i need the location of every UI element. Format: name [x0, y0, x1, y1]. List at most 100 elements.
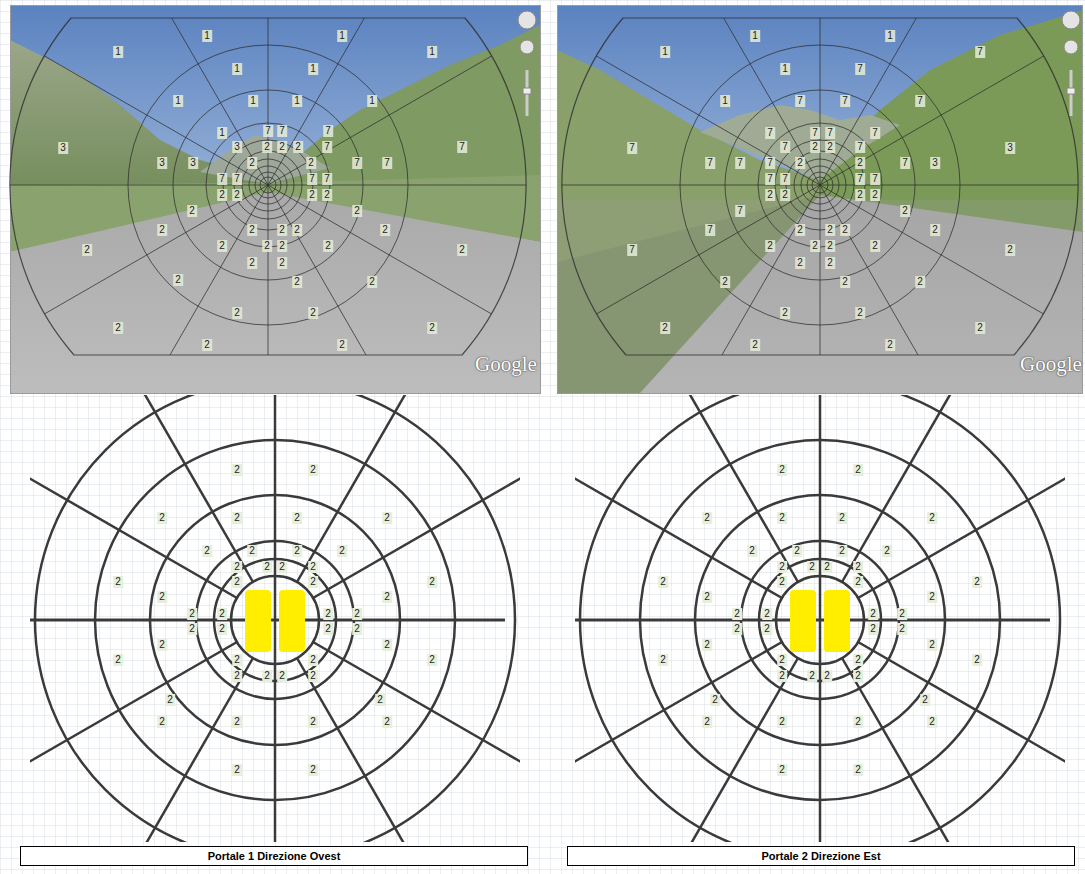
- callout-number: 2: [375, 694, 385, 706]
- callout-number: 2: [323, 623, 333, 635]
- callout-number: 3: [930, 157, 940, 169]
- callout-number: 2: [232, 576, 242, 588]
- callout-number: 2: [232, 464, 242, 476]
- callout-number: 2: [855, 157, 865, 169]
- callout-number: 2: [367, 276, 377, 288]
- callout-number: 7: [705, 157, 715, 169]
- callout-number: 2: [157, 512, 167, 524]
- callout-number: 2: [702, 512, 712, 524]
- callout-number: 2: [897, 608, 907, 620]
- callout-number: 2: [157, 591, 167, 603]
- callout-number: 7: [382, 157, 392, 169]
- callout-number: 2: [765, 240, 775, 252]
- callout-number: 2: [292, 512, 302, 524]
- callout-number: 2: [822, 670, 832, 682]
- callout-number: 7: [735, 205, 745, 217]
- callout-number: 2: [292, 545, 302, 557]
- callout-number: 2: [187, 608, 197, 620]
- callout-number: 2: [173, 274, 183, 286]
- callout-number: 2: [920, 694, 930, 706]
- callout-number: 2: [277, 257, 287, 269]
- callout-number: 2: [837, 545, 847, 557]
- callout-number: 2: [232, 654, 242, 666]
- callout-number: 2: [292, 276, 302, 288]
- callout-number: 2: [930, 224, 940, 236]
- watermark: Google: [475, 352, 537, 377]
- callout-number: 2: [795, 157, 805, 169]
- callout-number: 1: [217, 127, 227, 139]
- callout-number: 2: [382, 639, 392, 651]
- callout-number: 2: [825, 240, 835, 252]
- callout-number: 3: [58, 142, 68, 154]
- callout-number: 2: [382, 591, 392, 603]
- callout-number: 2: [187, 205, 197, 217]
- callout-number: 2: [882, 545, 892, 557]
- callout-number: 2: [870, 189, 880, 201]
- callout-number: 2: [232, 764, 242, 776]
- callout-number: 1: [232, 63, 242, 75]
- callout-number: 2: [113, 576, 123, 588]
- callout-number: 2: [157, 716, 167, 728]
- callout-number: 2: [217, 240, 227, 252]
- callout-number: 2: [825, 257, 835, 269]
- callout-number: 7: [915, 95, 925, 107]
- callout-number: 2: [232, 189, 242, 201]
- callout-number: 2: [277, 141, 287, 153]
- callout-number: 2: [810, 141, 820, 153]
- callout-number: 1: [337, 30, 347, 42]
- callout-number: 2: [927, 716, 937, 728]
- callout-number: 2: [277, 670, 287, 682]
- callout-number: 2: [262, 561, 272, 573]
- callout-number: 2: [232, 670, 242, 682]
- callout-number: 2: [262, 240, 272, 252]
- callout-number: 2: [292, 224, 302, 236]
- callout-number: 1: [780, 63, 790, 75]
- callout-number: 2: [352, 608, 362, 620]
- callout-number: 2: [187, 623, 197, 635]
- callout-number: 1: [750, 30, 760, 42]
- callout-number: 2: [822, 561, 832, 573]
- callout-number: 2: [840, 224, 850, 236]
- callout-number: 2: [308, 576, 318, 588]
- callout-number: 3: [188, 157, 198, 169]
- callout-number: 2: [308, 464, 318, 476]
- callout-number: 2: [308, 561, 318, 573]
- callout-number: 7: [810, 127, 820, 139]
- callout-number: 2: [352, 623, 362, 635]
- callout-number: 7: [900, 157, 910, 169]
- callout-number: 2: [825, 224, 835, 236]
- callout-number: 7: [765, 173, 775, 185]
- callout-number: 2: [900, 205, 910, 217]
- callout-number: 1: [720, 95, 730, 107]
- callout-number: 2: [658, 576, 668, 588]
- callout-number: 2: [853, 576, 863, 588]
- callout-number: 2: [777, 576, 787, 588]
- callout-number: 1: [173, 95, 183, 107]
- callout-number: 7: [217, 173, 227, 185]
- callout-number: 2: [825, 141, 835, 153]
- callout-number: 2: [247, 224, 257, 236]
- callout-number: 2: [972, 576, 982, 588]
- caption-box: Portale 1 Direzione Ovest: [20, 846, 528, 866]
- callout-number: 2: [777, 654, 787, 666]
- callout-number: 2: [113, 322, 123, 334]
- callout-number: 7: [870, 127, 880, 139]
- callout-number: 2: [777, 764, 787, 776]
- callout-number: 2: [747, 545, 757, 557]
- callout-number: 2: [247, 157, 257, 169]
- callout-number: 1: [248, 95, 258, 107]
- callout-number: 2: [750, 339, 760, 351]
- callout-number: 7: [855, 173, 865, 185]
- callout-number: 2: [810, 240, 820, 252]
- callout-number: 2: [853, 561, 863, 573]
- callout-number: 2: [660, 322, 670, 334]
- callout-number: 2: [702, 716, 712, 728]
- callout-number: 2: [217, 189, 227, 201]
- callout-number: 2: [380, 224, 390, 236]
- callout-number: 2: [927, 591, 937, 603]
- callout-number: 2: [915, 276, 925, 288]
- callout-number: 7: [765, 157, 775, 169]
- callout-number: 2: [157, 639, 167, 651]
- callout-number: 7: [735, 157, 745, 169]
